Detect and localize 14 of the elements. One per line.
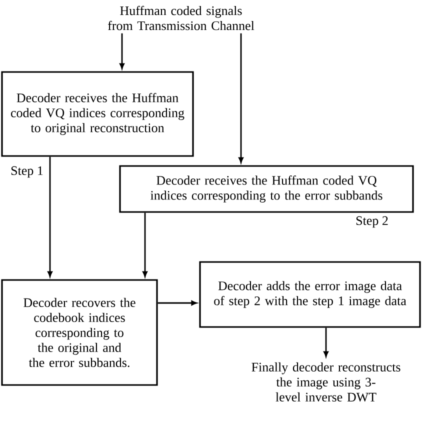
arrow: [48, 156, 52, 277]
output-text: Finally decoder reconstructs the image using 3-level inverse DWT: [252, 362, 400, 402]
process-box: Decoder adds the error image data of step 2 with the step 1 image data: [199, 261, 421, 328]
process-box: Decoder recovers the codebook indices corresponding to the original and the error subbands.: [1, 279, 158, 386]
arrow: [158, 300, 198, 306]
source-text: Huffman coded signals from Transmission Channel: [108, 6, 254, 30]
step-label: Step 2: [356, 216, 388, 228]
process-box: Decoder receives the Huffman coded VQ indices corresponding to original reconstruction: [1, 71, 194, 157]
process-box: Decoder receives the Huffman coded VQ indices corresponding to the error subbands: [119, 165, 414, 213]
arrow: [324, 328, 328, 357]
step-label: Step 1: [11, 166, 43, 178]
arrow: [120, 33, 124, 69]
arrow: [238, 33, 244, 163]
arrow: [142, 212, 148, 277]
